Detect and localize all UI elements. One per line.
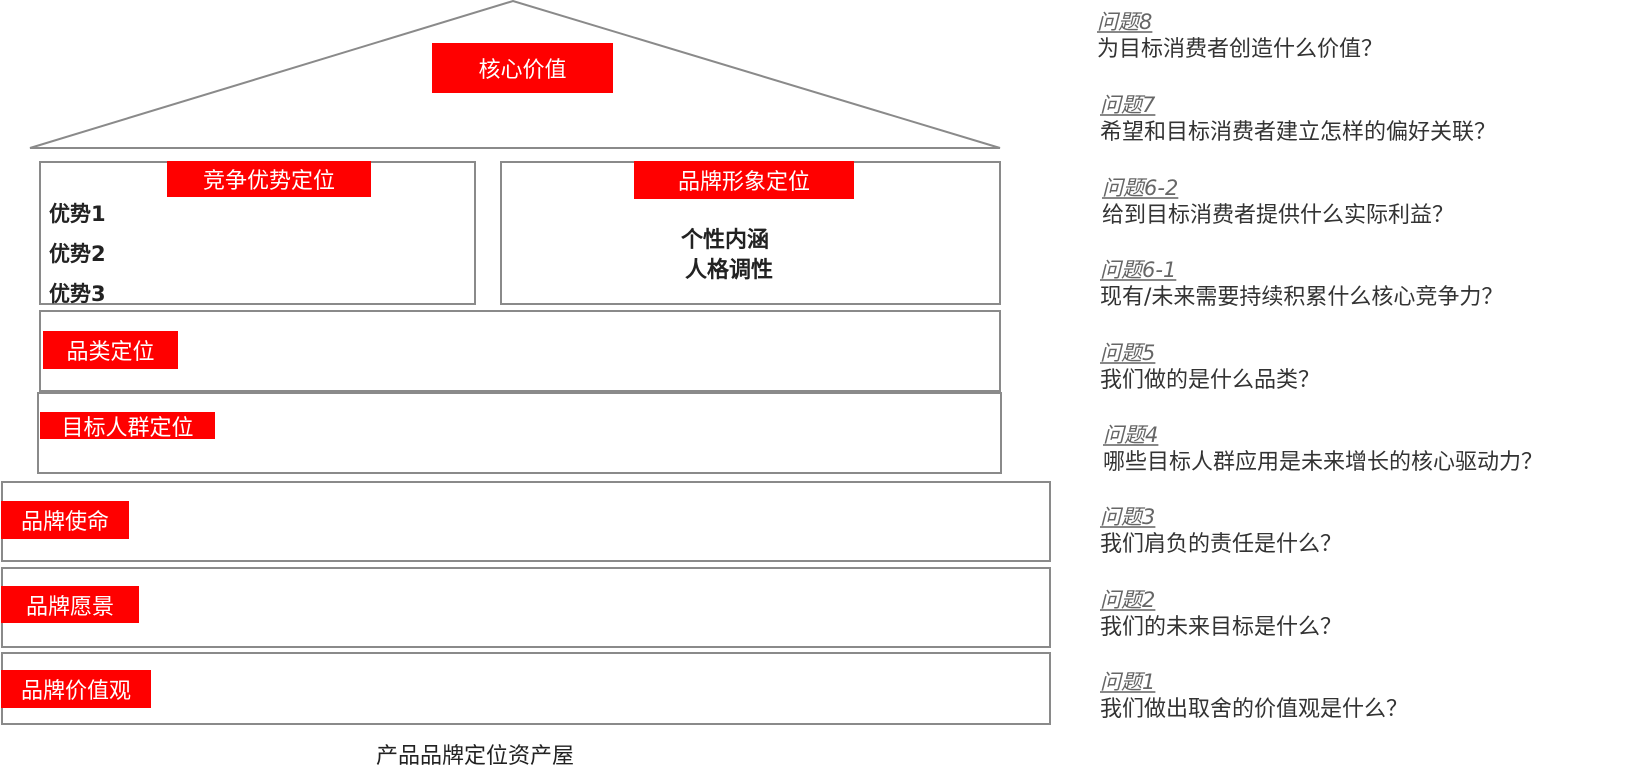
question-2: 问题2 我们的未来目标是什么？ xyxy=(1100,587,1342,643)
brand-image-label: 品牌形象定位 xyxy=(634,161,854,199)
target-group-label: 目标人群定位 xyxy=(40,412,215,441)
question-label: 问题7 xyxy=(1100,93,1156,117)
brand-vision-box xyxy=(1,567,1051,648)
question-label: 问题1 xyxy=(1100,670,1156,694)
question-label: 问题3 xyxy=(1100,505,1156,529)
brand-mission-box xyxy=(1,481,1051,562)
brand-values-label: 品牌价值观 xyxy=(1,670,151,708)
brand-values-box xyxy=(1,652,1051,725)
brand-vision-label: 品牌愿景 xyxy=(1,586,139,623)
question-label: 问题4 xyxy=(1103,423,1159,447)
question-1: 问题1 我们做出取舍的价值观是什么？ xyxy=(1100,669,1408,725)
advantage-item: 优势3 xyxy=(49,282,106,306)
question-text: 为目标消费者创造什么价值？ xyxy=(1097,37,1384,62)
question-text: 我们做出取舍的价值观是什么？ xyxy=(1100,697,1409,722)
question-label: 问题5 xyxy=(1100,341,1156,365)
question-text: 我们的未来目标是什么？ xyxy=(1100,615,1343,640)
question-text: 哪些目标人群应用是未来增长的核心驱动力？ xyxy=(1103,450,1544,475)
question-6-2: 问题6-2 给到目标消费者提供什么实际利益？ xyxy=(1102,175,1454,231)
question-4: 问题4 哪些目标人群应用是未来增长的核心驱动力？ xyxy=(1103,422,1543,478)
category-positioning-label: 品类定位 xyxy=(43,331,178,369)
question-6-1: 问题6-1 现有/未来需要持续积累什么核心竞争力？ xyxy=(1100,257,1503,313)
competitive-advantage-label: 竞争优势定位 xyxy=(167,161,371,197)
question-8: 问题8 为目标消费者创造什么价值？ xyxy=(1097,9,1383,65)
question-text: 我们肩负的责任是什么？ xyxy=(1100,532,1343,557)
question-label: 问题8 xyxy=(1097,10,1153,34)
question-text: 现有/未来需要持续积累什么核心竞争力？ xyxy=(1100,285,1504,310)
brand-image-line: 人格调性 xyxy=(685,258,774,283)
question-label: 问题6-2 xyxy=(1102,176,1179,200)
question-label: 问题6-1 xyxy=(1100,258,1177,282)
question-text: 我们做的是什么品类？ xyxy=(1100,368,1321,393)
advantage-item: 优势1 xyxy=(49,202,106,226)
question-text: 给到目标消费者提供什么实际利益？ xyxy=(1102,203,1455,228)
question-label: 问题2 xyxy=(1100,588,1156,612)
advantage-item: 优势2 xyxy=(49,242,106,266)
question-5: 问题5 我们做的是什么品类？ xyxy=(1100,340,1320,396)
brand-mission-label: 品牌使命 xyxy=(1,501,129,539)
category-positioning-box xyxy=(39,310,1001,392)
core-value-label: 核心价值 xyxy=(432,43,613,93)
diagram-caption: 产品品牌定位资产屋 xyxy=(376,744,575,769)
brand-image-line: 个性内涵 xyxy=(681,228,770,253)
question-7: 问题7 希望和目标消费者建立怎样的偏好关联？ xyxy=(1100,92,1496,148)
question-text: 希望和目标消费者建立怎样的偏好关联？ xyxy=(1100,120,1497,145)
question-3: 问题3 我们肩负的责任是什么？ xyxy=(1100,504,1342,560)
brand-image-box xyxy=(500,161,1001,305)
